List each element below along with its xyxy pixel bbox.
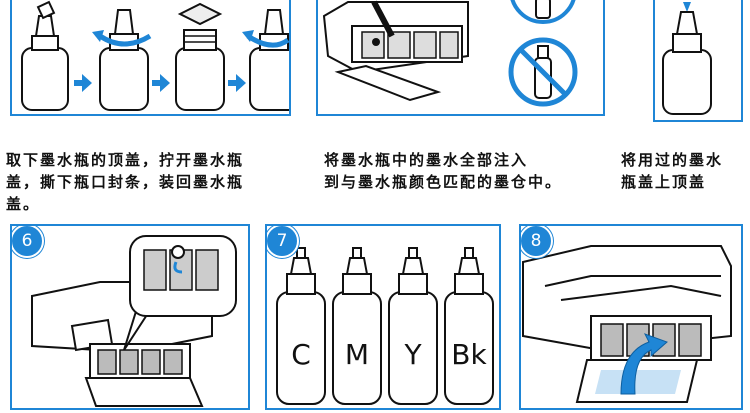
step7-illustration: C M Y Bk xyxy=(276,247,494,405)
arrow-right-icon xyxy=(74,74,92,92)
step8-panel: 8 xyxy=(519,224,743,410)
rotate-arrow-icon xyxy=(98,33,152,47)
bottle-icon xyxy=(662,11,712,115)
step5-illustration xyxy=(662,2,712,115)
step4-panel xyxy=(316,0,605,116)
ink-bottle-magenta: M xyxy=(332,247,382,405)
curved-arrow-up-icon xyxy=(620,333,668,395)
step6-illustration xyxy=(31,235,237,407)
step3-caption: 取下墨水瓶的顶盖，拧开墨水瓶 盖，撕下瓶口封条，装回墨水瓶 盖。 xyxy=(6,151,245,213)
arrow-down-icon xyxy=(683,2,691,12)
step6-panel: 6 xyxy=(10,224,250,410)
ink-bottle-black: Bk xyxy=(444,247,494,405)
rotate-arrow-icon xyxy=(246,33,289,48)
bottle-label: Y xyxy=(403,338,422,371)
ink-bottle-yellow: Y xyxy=(388,247,438,405)
prohibited-icon xyxy=(508,37,578,107)
step8-illustration xyxy=(522,245,732,403)
ink-bottle-cyan: C xyxy=(276,247,326,405)
bottle-label: Bk xyxy=(451,338,487,371)
step-number-badge: 8 xyxy=(521,226,553,258)
step5-panel xyxy=(653,0,743,122)
step-number-badge: 6 xyxy=(12,226,44,258)
printer-icon xyxy=(522,245,732,403)
bottle-label: C xyxy=(291,338,311,371)
bottle-icon xyxy=(99,9,149,111)
step3-illustration xyxy=(21,0,289,111)
step7-panel: C M Y Bk 7 xyxy=(265,224,501,410)
step4-caption: 将墨水瓶中的墨水全部注入 到与墨水瓶颜色匹配的墨仓中。 xyxy=(324,151,563,191)
step3-panel xyxy=(10,0,291,116)
zoom-callout xyxy=(123,235,237,351)
arrow-right-icon xyxy=(152,74,170,92)
step4-illustration xyxy=(322,0,578,107)
arrow-right-icon xyxy=(228,74,246,92)
step5-caption: 将用过的墨水 瓶盖上顶盖 xyxy=(621,151,724,191)
bottle-icon xyxy=(175,2,225,111)
ink-tank-icon xyxy=(322,0,469,102)
bottle-label: M xyxy=(345,338,369,371)
bottle-icon xyxy=(21,0,69,111)
step-number-badge: 7 xyxy=(267,226,299,258)
bottle-icon xyxy=(249,9,289,111)
